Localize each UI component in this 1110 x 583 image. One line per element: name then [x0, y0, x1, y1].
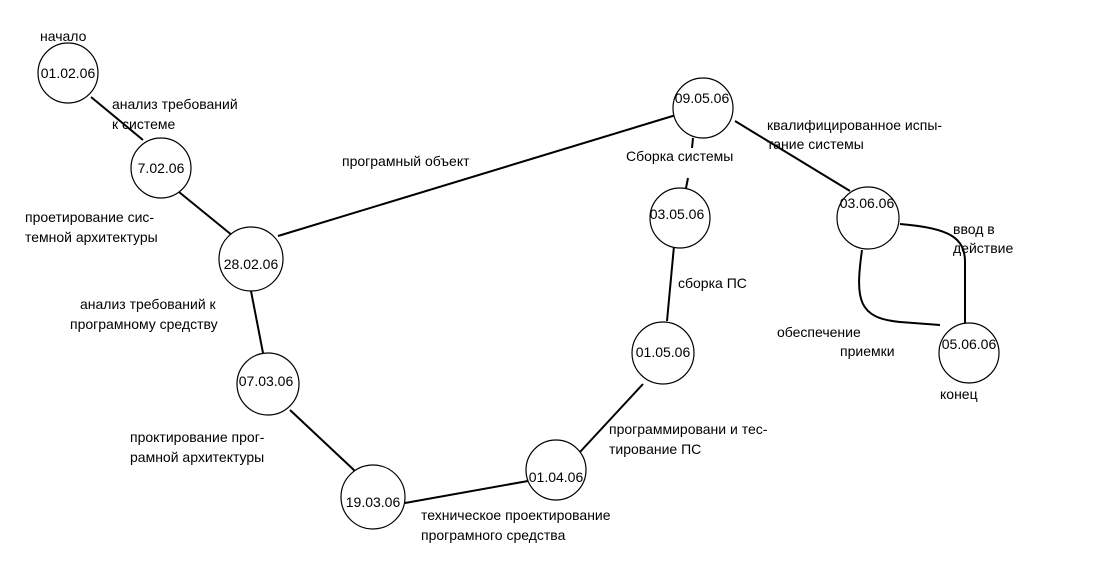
label-qualification-testing: квалифицированное испы- тание системы	[767, 117, 946, 152]
nodes: 01.02.06 7.02.06 28.02.06 07.03.06 19.03…	[37, 42, 1000, 530]
label-acceptance-support: обеспечение приемки	[777, 324, 895, 359]
edge-n7-n8	[666, 245, 675, 322]
node-date: 7.02.06	[138, 160, 185, 176]
label-system-assembly: Сборка системы	[626, 148, 733, 164]
end-label: конец	[940, 386, 978, 402]
edge-n10-n11-lower	[858, 249, 941, 326]
node-date: 28.02.06	[224, 256, 279, 272]
node-03-06-06[interactable]: 03.06.06	[836, 186, 900, 250]
node-date: 01.05.06	[636, 344, 691, 360]
edge-n8-n9-upper	[691, 137, 694, 149]
label-software-assembly: сборка ПС	[678, 275, 747, 291]
labels: начало конец анализ требований к системе…	[25, 28, 1013, 543]
edges	[90, 96, 966, 504]
label-system-architecture: проетирование сис- темной архитектуры	[25, 209, 158, 245]
node-01-05-06[interactable]: 01.05.06	[631, 321, 695, 385]
node-09-05-06[interactable]: 09.05.06	[672, 77, 734, 139]
node-19-03-06[interactable]: 19.03.06	[340, 464, 406, 530]
node-07-03-06[interactable]: 07.03.06	[236, 352, 300, 416]
edge-n5-n6	[404, 480, 529, 504]
node-03-05-06[interactable]: 03.05.06	[649, 187, 711, 249]
label-software-object: програмный объект	[342, 153, 470, 169]
start-label: начало	[40, 28, 87, 44]
edge-n4-n5	[289, 409, 356, 472]
edge-n2-n3	[178, 191, 234, 237]
node-date: 07.03.06	[239, 373, 294, 389]
edge-n9-n10	[734, 120, 851, 192]
node-date: 01.04.06	[529, 469, 584, 485]
edge-n1-n2	[90, 96, 144, 141]
edge-n3-n9	[277, 114, 677, 237]
label-programming-testing: программировани и тес- тирование ПС	[609, 421, 771, 457]
label-commissioning: ввод в действие	[953, 221, 1013, 256]
node-date: 01.02.06	[41, 65, 96, 81]
edge-n3-n4	[250, 290, 264, 354]
edge-n10-n11-upper	[899, 223, 966, 325]
node-date: 03.05.06	[650, 206, 705, 222]
node-date: 03.06.06	[840, 195, 895, 211]
node-05-06-06[interactable]: 05.06.06	[938, 322, 1000, 384]
label-technical-design: техническое проектирование програмного с…	[421, 507, 614, 543]
label-analysis-system: анализ требований к системе	[112, 96, 242, 132]
label-software-architecture: проктирование прог- рамной архитектуры	[130, 429, 268, 465]
node-28-02-06[interactable]: 28.02.06	[218, 226, 284, 292]
node-7-02-06[interactable]: 7.02.06	[130, 137, 192, 199]
node-01-02-06[interactable]: 01.02.06	[37, 42, 99, 104]
edge-n8-n9-lower	[685, 177, 689, 189]
node-date: 05.06.06	[942, 336, 997, 352]
edge-n6-n7	[579, 383, 644, 453]
node-date: 19.03.06	[346, 494, 401, 510]
label-software-requirements: анализ требований к програмному средству	[70, 296, 220, 332]
node-date: 09.05.06	[675, 90, 730, 106]
node-01-04-06[interactable]: 01.04.06	[525, 439, 587, 501]
